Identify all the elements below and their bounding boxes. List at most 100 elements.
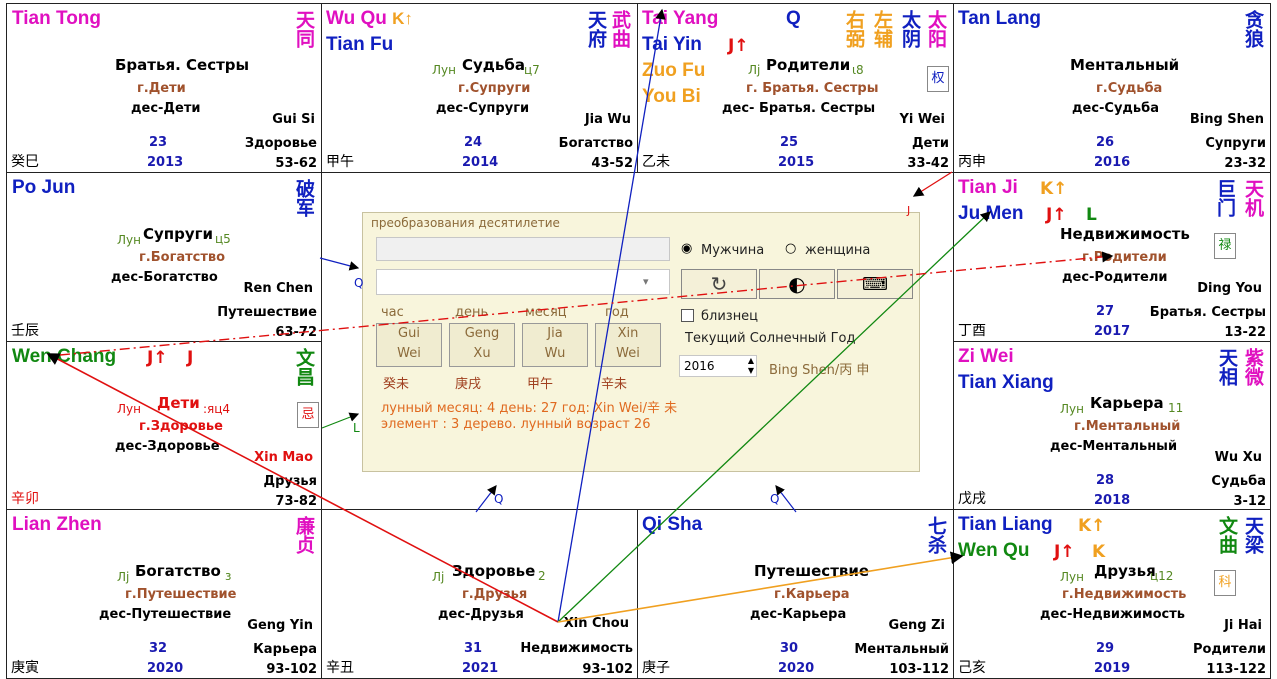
year-palace: г.Ментальный — [1074, 419, 1181, 434]
palace-name: Супруги — [143, 225, 214, 243]
ganzhi: 庚子 — [642, 660, 670, 676]
hour-label: час — [381, 305, 404, 320]
star-name: Ju Men — [958, 203, 1024, 224]
palace-mao[interactable]: Wen Chang J↑ J 文昌 忌 Лун Дети :яц4 г.Здор… — [6, 341, 322, 510]
star-name: Tai Yin — [642, 34, 702, 55]
element-info: элемент : 3 дерево. лунный возраст 26 — [381, 417, 651, 432]
palace-hai[interactable]: Tian Liang K↑ Wen Qu J↑ K 天梁 文曲 科 Лун Др… — [953, 509, 1271, 679]
palace-name: Путешествие — [754, 562, 870, 580]
chevron-down-icon[interactable]: ▾ — [643, 275, 649, 288]
year: 2019 — [1094, 661, 1131, 676]
age-range: 23-32 — [1224, 156, 1266, 171]
palace-chen[interactable]: Po Jun 破军 Лун Супруги ц5 г.Богатство дес… — [6, 172, 322, 342]
left-tag: Лун — [1060, 570, 1084, 584]
palace-name: Судьба — [462, 56, 525, 74]
year-palace: г.Здоровье — [139, 419, 223, 434]
palace-you[interactable]: Tian Ji K↑ Ju Men J↑ L 天机 巨门 禄 Недвижимо… — [953, 172, 1271, 342]
month-label: месяц — [525, 305, 567, 320]
age-palace: Братья. Сестры — [1149, 305, 1266, 320]
star-name: Wen Chang — [12, 346, 117, 367]
palace-shen[interactable]: Tan Lang 贪狼 Ментальный г.Судьба дес-Судь… — [953, 3, 1271, 173]
age-palace: Богатство — [558, 136, 633, 151]
palace-name: Ментальный — [1070, 56, 1180, 74]
year: 2020 — [778, 661, 815, 676]
stem-branch: Ji Hai — [1224, 618, 1262, 633]
spin-up-icon[interactable]: ▲ — [747, 356, 754, 365]
decade-transform-panel: преобразования десятилетие ▾ ◉ Мужчина ○… — [362, 212, 920, 472]
age-range: 3-12 — [1233, 494, 1266, 509]
palace-xu[interactable]: Zi Wei Tian Xiang 紫微 天相 Лун Карьера 11 г… — [953, 341, 1271, 510]
stem-branch: Xin Chou — [563, 616, 629, 631]
palace-si[interactable]: Tian Tong 天同 Братья. Сестры г.Дети дес-Д… — [6, 3, 322, 173]
right-tag: ц5 — [215, 232, 231, 246]
year-value: 2016 — [684, 359, 715, 373]
star-chinese: 文昌 — [293, 348, 315, 386]
twin-checkbox[interactable] — [681, 309, 694, 322]
male-radio[interactable]: ◉ — [681, 241, 693, 256]
star-chinese: 贪狼 — [1242, 10, 1264, 48]
star-name: Tian Xiang — [958, 372, 1054, 393]
female-radio[interactable]: ○ — [785, 241, 797, 256]
name-input[interactable] — [376, 237, 670, 261]
year: 2017 — [1094, 324, 1131, 339]
keyboard-button[interactable]: ⌨ — [837, 269, 913, 299]
day-chinese: 庚戌 — [455, 377, 482, 392]
palace-wu[interactable]: Wu Qu K↑ Tian Fu 武曲 天府 Лун Судьба ц7 г.С… — [321, 3, 638, 173]
year-palace: г.Судьба — [1096, 81, 1163, 96]
date-select[interactable] — [376, 269, 670, 295]
palace-zi[interactable]: Qi Sha 七杀 Путешествие г.Карьера дес-Карь… — [637, 509, 954, 679]
star-chinese: 武曲 — [609, 10, 631, 48]
palace-name: Карьера — [1090, 394, 1164, 412]
ganzhi: 辛丑 — [326, 660, 354, 676]
palace-yin[interactable]: Lian Zhen 廉贞 Лj Богатство з г.Путешестви… — [6, 509, 322, 679]
age-palace: Ментальный — [854, 642, 949, 657]
ju-number: 32 — [149, 641, 168, 656]
star-chinese: 左辅 — [871, 10, 893, 48]
ju-number: 25 — [780, 135, 799, 150]
left-tag: Лун — [117, 233, 141, 247]
star-mark: K↑ — [1078, 516, 1106, 536]
star-chinese: 廉贞 — [293, 516, 315, 554]
left-tag: Лj — [432, 570, 445, 584]
hour-chinese: 癸未 — [383, 377, 410, 392]
star-chinese: 天相 — [1216, 348, 1238, 386]
year: 2018 — [1094, 493, 1131, 508]
palace-name: Родители — [766, 56, 851, 74]
l-label: L — [353, 421, 360, 435]
palace-name: Братья. Сестры — [115, 56, 250, 74]
ganzhi: 庚寅 — [11, 660, 39, 676]
stem-branch: Wu Xu — [1214, 450, 1262, 465]
left-tag: Лун — [117, 402, 141, 416]
q-label: Q — [494, 492, 503, 506]
refresh-icon: ↻ — [710, 272, 728, 296]
decade-palace: дес-Карьера — [750, 607, 847, 622]
year: 2016 — [1094, 155, 1131, 170]
right-tag: 11 — [1168, 401, 1184, 415]
age-range: 33-42 — [907, 156, 949, 171]
left-tag: Лун — [432, 63, 456, 77]
star-mark: J↑ — [1054, 542, 1075, 562]
right-tag: ι8 — [852, 63, 864, 77]
age-palace: Путешествие — [217, 305, 317, 320]
palace-name: Дети — [157, 394, 200, 412]
age-palace: Судьба — [1211, 474, 1266, 489]
age-range: 103-112 — [889, 662, 949, 677]
star-name: Tian Tong — [12, 8, 102, 29]
spin-down-icon[interactable]: ▼ — [747, 366, 754, 375]
palace-chou[interactable]: Лj Здоровье 2 г.Друзья дес-Друзья Xin Ch… — [321, 509, 638, 679]
age-palace: Дети — [911, 136, 949, 151]
refresh-button[interactable]: ↻ — [681, 269, 757, 299]
year-name: Bing Shen/丙 申 — [769, 363, 870, 378]
year-spinner[interactable]: 2016 ▲ ▼ — [679, 355, 757, 377]
palace-wei[interactable]: Tai Yang Q Tai Yin J↑ Zuo Fu You Bi 太阳 太… — [637, 3, 954, 173]
star-name: Zuo Fu — [642, 60, 706, 81]
solar-year-label: Текущий Солнечный Год — [685, 331, 856, 346]
age-palace: Карьера — [253, 642, 317, 657]
contrast-button[interactable]: ◐ — [759, 269, 835, 299]
decade-palace: дес-Здоровье — [115, 439, 220, 454]
arrow-line-q-left — [319, 257, 360, 271]
